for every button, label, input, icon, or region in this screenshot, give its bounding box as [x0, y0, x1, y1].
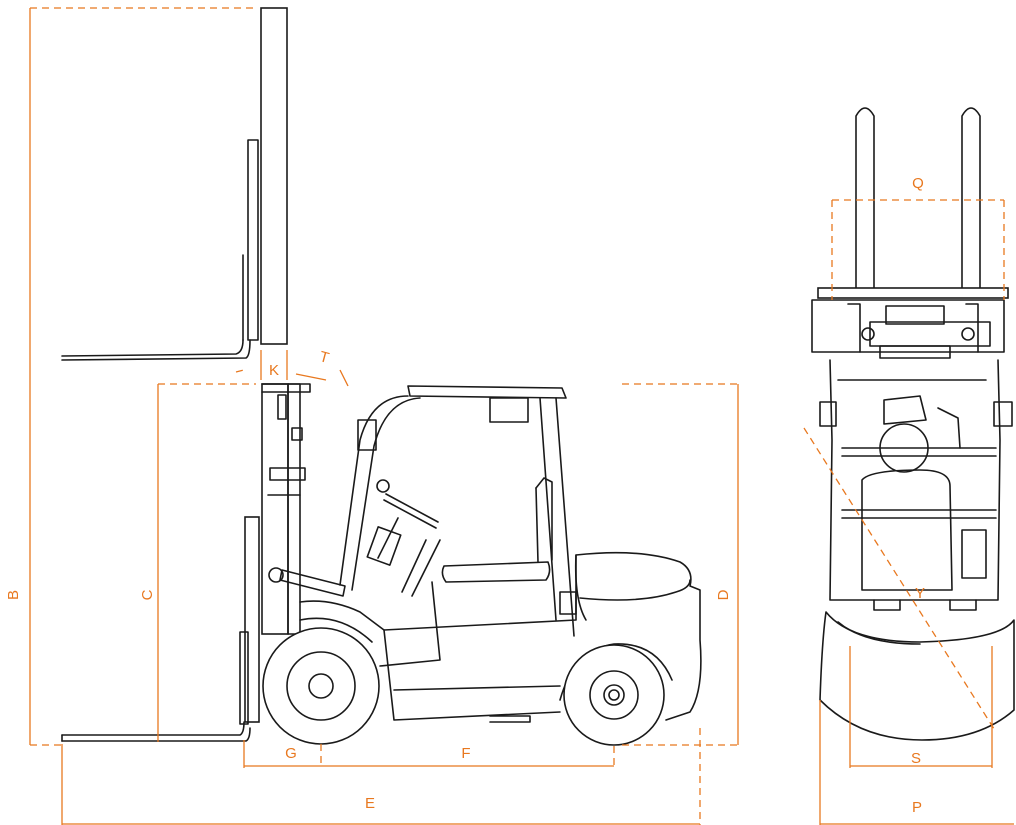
rear-counterweight	[819, 611, 1015, 741]
side-view: B C D G F E K T	[5, 7, 739, 825]
label-D: D	[715, 589, 732, 600]
lower-fork	[61, 516, 260, 742]
rear-wheel	[559, 643, 673, 746]
label-G: G	[285, 745, 297, 762]
label-K: K	[269, 362, 279, 379]
label-T: T	[318, 348, 331, 367]
label-Y: Y	[915, 585, 925, 602]
overhead-guard	[339, 385, 577, 637]
rear-mast	[817, 107, 1009, 299]
front-wheel	[262, 617, 380, 745]
lowered-mast	[261, 383, 311, 635]
raised-mast	[61, 7, 288, 361]
rear-cab	[819, 359, 1013, 611]
label-F: F	[461, 745, 470, 762]
dimension-lines	[29, 7, 739, 825]
label-P: P	[912, 799, 922, 816]
label-E: E	[365, 795, 375, 812]
label-Q: Q	[912, 175, 924, 192]
truck-body	[299, 551, 702, 723]
rear-view: Q S P Y	[803, 107, 1015, 825]
steering	[366, 479, 441, 597]
label-B: B	[5, 590, 22, 600]
tilt-cylinder	[268, 567, 346, 597]
label-S: S	[911, 750, 921, 767]
rear-dimension-lines	[803, 199, 1014, 825]
label-C: C	[139, 589, 156, 600]
seat	[441, 477, 553, 583]
rear-carriage	[811, 299, 1005, 359]
